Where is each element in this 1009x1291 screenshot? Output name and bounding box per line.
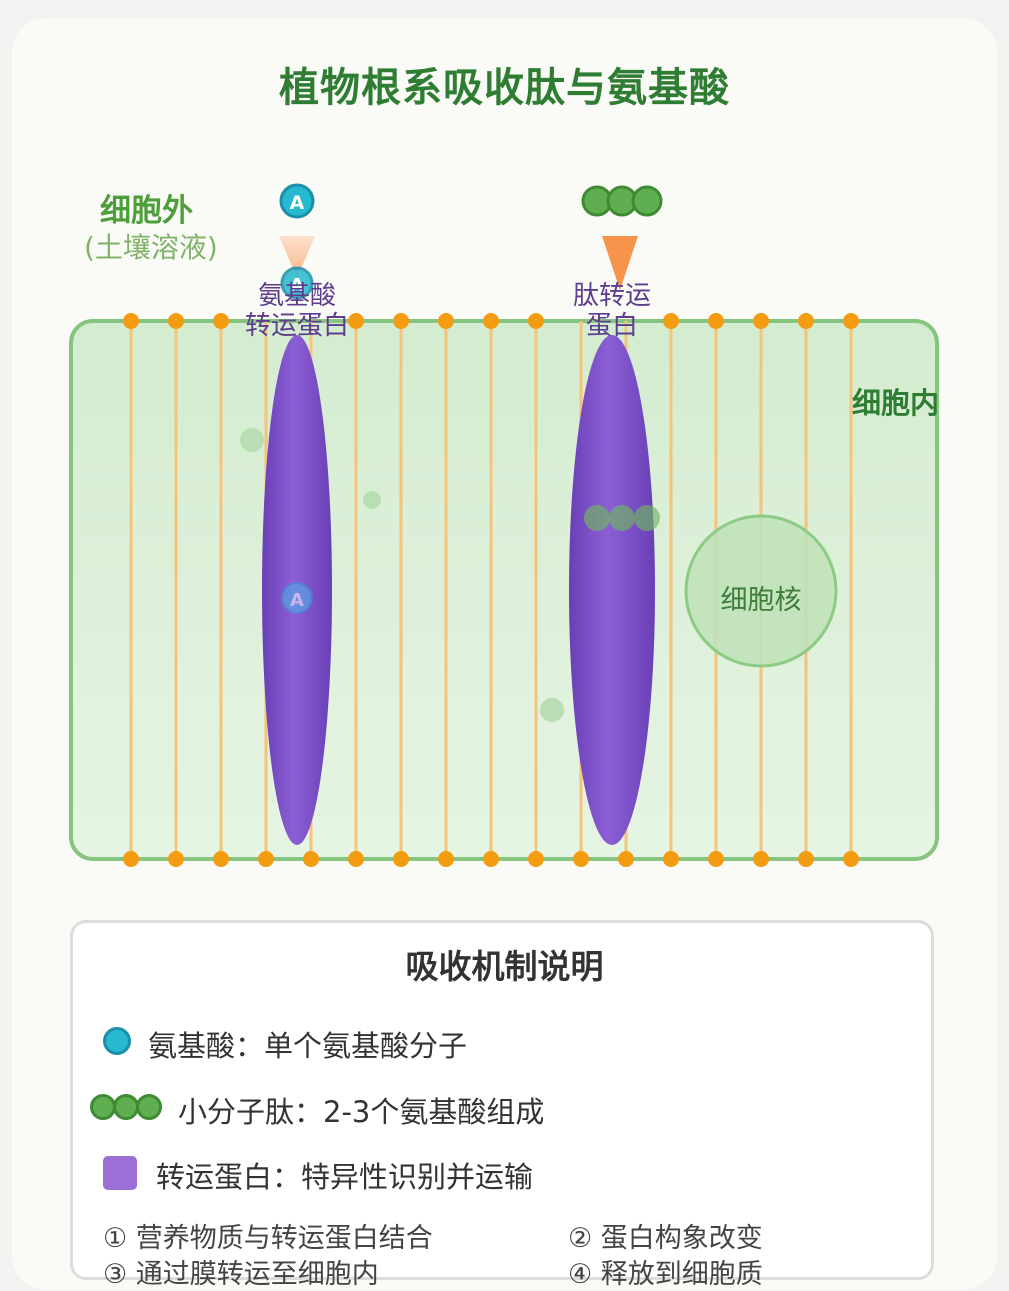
amino-acid-molecule-outside: A [279, 183, 315, 219]
svg-text:A: A [290, 590, 304, 611]
amino-acid-legend-icon [103, 1027, 131, 1055]
nucleus [684, 514, 838, 668]
legend-box [70, 920, 934, 1280]
intracellular-label: 细胞内 [852, 386, 940, 420]
step-4: ④ 释放到细胞质 [568, 1259, 763, 1290]
svg-text:A: A [290, 275, 304, 296]
amino-acid-transporter-label-line2: 转运蛋白 [244, 311, 349, 341]
peptide-arrow [602, 236, 638, 290]
nucleus-label: 细胞核 [720, 585, 802, 616]
vesicle [540, 698, 564, 722]
diagram-title: 植物根系吸收肽与氨基酸 [279, 65, 730, 111]
amino-acid-arrow [279, 236, 315, 278]
peptide-transporter-label-line2: 蛋白 [585, 311, 638, 341]
peptide-legend-icon [90, 1094, 162, 1120]
step-3: ③ 通过膜转运至细胞内 [103, 1259, 379, 1290]
step-1: ① 营养物质与转运蛋白结合 [103, 1223, 433, 1254]
amino-acid-transporter-label: 氨基酸 转运蛋白 [217, 281, 377, 341]
vesicle [363, 491, 381, 509]
amino-acid-molecule-inside: A [281, 582, 313, 614]
svg-text:A: A [290, 192, 305, 214]
peptide-molecule-outside [581, 185, 663, 217]
legend-item-amino-acid: 氨基酸：单个氨基酸分子 [148, 1029, 468, 1063]
peptide-molecule-in-transporter [584, 505, 660, 531]
peptide-transporter [569, 335, 655, 845]
membrane-heads-bottom [123, 851, 859, 867]
peptide-transporter-label: 肽转运 蛋白 [532, 281, 692, 341]
legend-item-peptide: 小分子肽：2-3个氨基酸组成 [178, 1095, 545, 1129]
legend-item-transporter: 转运蛋白：特异性识别并运输 [156, 1160, 534, 1194]
peptide-transporter-label-line1: 肽转运 [572, 281, 651, 311]
legend-title: 吸收机制说明 [405, 947, 604, 986]
step-2: ② 蛋白构象改变 [568, 1223, 763, 1254]
vesicle [240, 428, 264, 452]
amino-acid-transporter-label-line1: 氨基酸 [257, 281, 336, 311]
extracellular-label: 细胞外 [100, 193, 193, 229]
soil-solution-label: (土壤溶液) [84, 231, 218, 264]
membrane-heads-top [123, 313, 859, 329]
amino-acid-molecule-entering: A [280, 266, 314, 300]
transporter-legend-icon [103, 1156, 137, 1190]
